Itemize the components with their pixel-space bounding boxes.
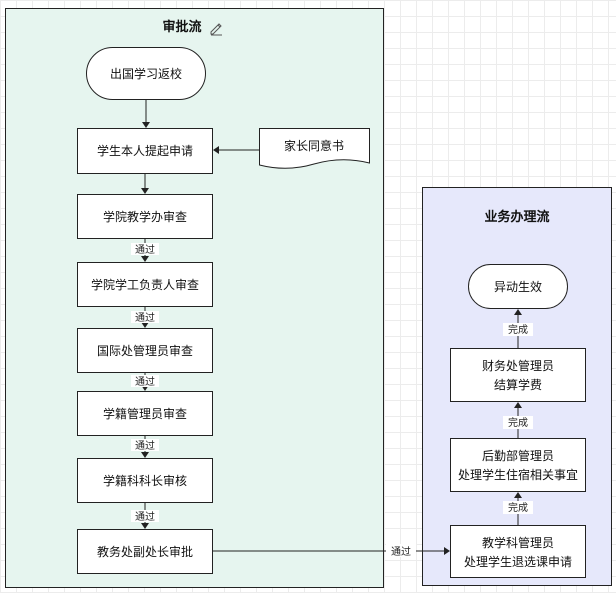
cross-pass-label: 通过	[391, 545, 411, 558]
step-college-teaching-office[interactable]: 学院教学办审查	[77, 194, 213, 239]
step-deputy-director[interactable]: 教务处副处长审批	[77, 529, 213, 574]
end-node-label: 异动生效	[494, 279, 542, 294]
step-label-line2: 处理学生住宿相关事宜	[458, 467, 578, 482]
connector-document-to-apply	[213, 146, 259, 154]
pass-label: 通过	[135, 243, 155, 256]
step-international-office[interactable]: 国际处管理员审查	[77, 328, 213, 373]
connector-registrar-to-chief: 通过	[131, 436, 159, 458]
step-label: 学籍管理员审查	[103, 406, 187, 421]
step-label-line1: 后勤部管理员	[482, 448, 554, 463]
done-label: 完成	[508, 416, 528, 429]
business-lane-title: 业务办理流	[484, 209, 549, 225]
step-student-apply[interactable]: 学生本人提起申请	[77, 128, 213, 174]
step-label: 国际处管理员审查	[97, 343, 193, 358]
connector-international-to-registrar: 通过	[131, 373, 159, 391]
document-label: 家长同意书	[284, 138, 344, 153]
step-registrar-chief[interactable]: 学籍科科长审核	[77, 458, 213, 503]
pass-label: 通过	[135, 439, 155, 452]
connector-finance-to-end: 完成	[503, 309, 533, 348]
step-logistics-admin[interactable]: 后勤部管理员 处理学生住宿相关事宜	[450, 438, 586, 492]
approval-lane-title: 审批流	[162, 19, 201, 35]
connector-affairs-to-international: 通过	[131, 307, 159, 328]
step-teaching-admin[interactable]: 教学科管理员 处理学生退选课申请	[450, 525, 586, 578]
step-label: 教务处副处长审批	[97, 544, 193, 559]
start-node[interactable]: 出国学习返校	[86, 47, 206, 100]
step-finance-admin[interactable]: 财务处管理员 结算学费	[450, 348, 586, 402]
connector-chief-to-deputy: 通过	[131, 503, 159, 529]
pass-label: 通过	[135, 375, 155, 388]
step-label-line2: 结算学费	[494, 377, 542, 392]
done-label: 完成	[508, 501, 528, 514]
pass-label: 通过	[135, 510, 155, 523]
step-label-line1: 财务处管理员	[482, 358, 554, 373]
step-label: 学生本人提起申请	[97, 143, 193, 158]
step-label: 学院教学办审查	[103, 209, 187, 224]
step-label: 学院学工负责人审查	[91, 277, 199, 292]
pencil-icon	[210, 23, 222, 36]
end-node[interactable]: 异动生效	[468, 264, 568, 309]
step-college-student-affairs[interactable]: 学院学工负责人审查	[77, 262, 213, 307]
done-label: 完成	[508, 323, 528, 336]
step-label: 学籍科科长审核	[103, 473, 187, 488]
connector-start-to-apply	[142, 100, 150, 128]
step-label-line2: 处理学生退选课申请	[464, 554, 572, 569]
pass-label: 通过	[135, 311, 155, 324]
connector-teaching-to-affairs: 通过	[131, 239, 159, 262]
connector-logistics-to-finance: 完成	[503, 402, 533, 438]
connector-teaching-to-logistics: 完成	[503, 492, 533, 525]
step-label-line1: 教学科管理员	[482, 535, 554, 550]
connector-deputy-to-teaching-admin: 通过	[213, 544, 450, 558]
parent-consent-document[interactable]: 家长同意书	[259, 128, 370, 169]
start-node-label: 出国学习返校	[110, 66, 182, 81]
connector-apply-to-teaching	[141, 174, 149, 194]
step-registrar-admin[interactable]: 学籍管理员审查	[77, 391, 213, 436]
